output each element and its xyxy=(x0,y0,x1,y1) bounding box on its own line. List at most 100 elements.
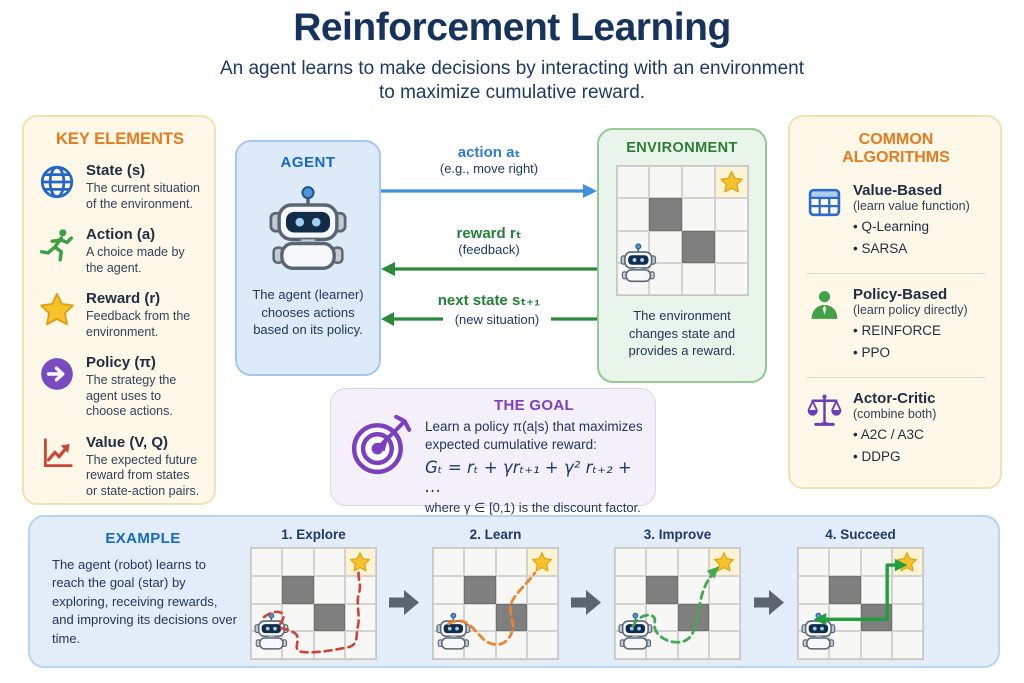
action-arrow-label: action aₜ xyxy=(457,144,521,161)
grid-cell xyxy=(798,575,830,604)
stage-label-improve: 3. Improve xyxy=(643,527,712,542)
reward-arrow xyxy=(381,262,597,276)
grid-cell xyxy=(677,548,709,576)
grid-cell xyxy=(708,603,740,632)
grid-cell xyxy=(677,575,709,604)
next-state-arrow-right xyxy=(550,317,597,321)
robot-icon xyxy=(618,230,659,295)
algorithm-name: Actor-Critic xyxy=(853,390,936,407)
key-element-state: State (s) The current situation of the e… xyxy=(38,162,202,212)
policy-arrow-icon xyxy=(41,358,73,390)
step-arrow-icon xyxy=(389,590,419,615)
obstacle-cell xyxy=(495,603,527,632)
algorithm-bullet: A2C / A3C xyxy=(853,427,936,442)
divider xyxy=(806,377,986,378)
key-element-desc: Feedback from the environment. xyxy=(86,309,191,339)
environment-box: ENVIRONMENT The environment changes stat… xyxy=(597,128,767,383)
grid-cell xyxy=(677,631,709,659)
goal-line1: Learn a policy π(a|s) that maximizes xyxy=(425,419,643,434)
grid-cell xyxy=(616,198,650,231)
star-icon xyxy=(712,551,736,574)
key-element-name: Reward (r) xyxy=(86,290,161,307)
key-element-policy: Policy (π) The strategy the agent uses t… xyxy=(38,354,202,420)
stage-grid-succeed xyxy=(797,547,924,660)
grid-cell xyxy=(495,548,527,576)
stage-grid-learn xyxy=(432,547,559,660)
globe-icon xyxy=(40,165,74,199)
star-icon xyxy=(719,169,744,196)
obstacle-cell xyxy=(860,603,892,632)
table-icon xyxy=(808,188,841,217)
grid-cell xyxy=(682,198,715,231)
grid-cell xyxy=(313,575,345,604)
next-state-arrow-sub: (new situation) xyxy=(454,311,540,327)
grid-cell xyxy=(714,262,748,295)
environment-title: ENVIRONMENT xyxy=(626,140,738,156)
grid-cell xyxy=(891,631,923,659)
grid-world xyxy=(250,547,377,660)
grid-cell xyxy=(344,603,376,632)
goal-line2: expected cumulative reward: xyxy=(425,436,597,452)
obstacle-cell xyxy=(682,230,715,263)
grid-cell xyxy=(829,631,861,659)
grid-cell xyxy=(616,166,650,199)
grid-world xyxy=(432,547,559,660)
robot-icon xyxy=(616,603,655,659)
grid-cell xyxy=(433,548,465,576)
stage-grid-improve xyxy=(614,547,741,660)
obstacle-cell xyxy=(829,575,861,604)
obstacle-cell xyxy=(313,603,345,632)
algorithm-bullet: SARSA xyxy=(853,241,970,256)
key-element-name: State (s) xyxy=(86,162,146,179)
page-subtitle-line2: to maximize cumulative reward. xyxy=(378,82,646,103)
grid-cell xyxy=(708,631,740,659)
robot-icon xyxy=(799,603,838,659)
grid-cell xyxy=(714,230,748,263)
key-element-name: Value (V, Q) xyxy=(86,433,168,451)
grid-cell xyxy=(860,631,892,659)
step-arrow-icon xyxy=(754,590,784,615)
common-algorithms-panel: COMMON ALGORITHMS Value-Based (learn val… xyxy=(788,115,1002,489)
key-element-value: Value (V, Q) The expected future reward … xyxy=(38,434,202,500)
goal-cell xyxy=(708,548,740,576)
goal-cell xyxy=(344,548,376,576)
grid-cell xyxy=(313,548,345,576)
algorithm-sub: (learn policy directly) xyxy=(853,303,968,317)
grid-cell xyxy=(313,631,345,659)
algorithm-group-policy-based: Policy-Based (learn policy directly) REI… xyxy=(806,286,986,367)
agent-box: AGENT The agent (learner) chooses action… xyxy=(235,140,381,376)
common-algorithms-title: COMMON ALGORITHMS xyxy=(842,131,950,166)
grid-cell xyxy=(829,548,861,576)
grid-world xyxy=(614,547,741,660)
grid-cell xyxy=(433,575,465,604)
grid-cell xyxy=(891,575,923,604)
robot-icon xyxy=(252,603,291,659)
agent-title: AGENT xyxy=(280,154,336,171)
key-element-name: Action (a) xyxy=(86,226,156,243)
obstacle-cell xyxy=(649,198,682,231)
reward-arrow-label: reward rₜ xyxy=(456,225,522,242)
example-panel: EXAMPLE The agent (robot) learns to reac… xyxy=(28,515,1000,668)
goal-cell xyxy=(891,548,923,576)
key-elements-panel: KEY ELEMENTS State (s) The current situa… xyxy=(22,115,216,505)
page-title: Reinforcement Learning xyxy=(293,6,731,49)
star-icon xyxy=(895,551,919,574)
key-element-desc: The expected future reward from states o… xyxy=(86,452,200,498)
grid-cell xyxy=(860,548,892,576)
grid-cell xyxy=(714,198,748,231)
grid-world xyxy=(797,547,924,660)
environment-desc: The environment changes state and provid… xyxy=(628,308,736,359)
grid-cell xyxy=(464,548,496,576)
grid-cell xyxy=(344,575,376,604)
key-element-action: Action (a) A choice made by the agent. xyxy=(38,226,202,276)
grid-cell xyxy=(649,262,682,295)
grid-cell xyxy=(495,631,527,659)
grid-world xyxy=(615,165,749,296)
goal-cell xyxy=(714,166,748,199)
key-element-desc: The strategy the agent uses to choose ac… xyxy=(86,373,177,418)
grid-cell xyxy=(682,166,715,199)
reward-arrow-sub: (feedback) xyxy=(458,242,520,257)
example-title: EXAMPLE xyxy=(105,530,181,547)
algorithm-bullet: Q-Learning xyxy=(853,219,970,234)
person-icon xyxy=(811,291,838,319)
